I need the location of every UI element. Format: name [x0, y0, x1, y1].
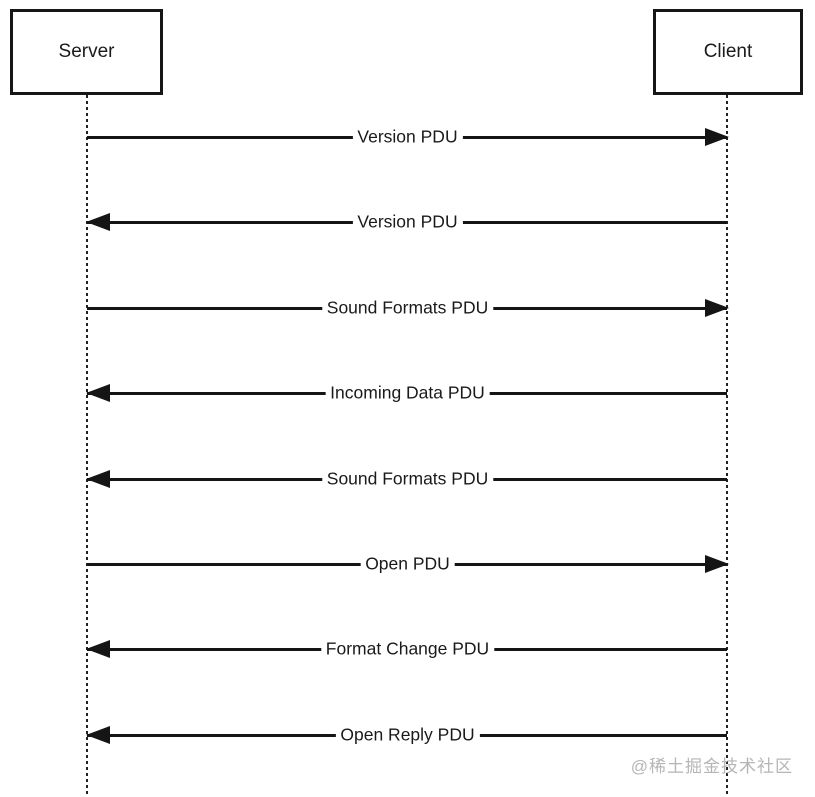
message-arrow: Open PDU	[87, 553, 729, 575]
arrowhead-right-icon	[705, 555, 729, 573]
arrowhead-left-icon	[86, 640, 110, 658]
message-arrow: Open Reply PDU	[86, 724, 728, 746]
message-arrow: Sound Formats PDU	[87, 297, 729, 319]
message-label: Sound Formats PDU	[321, 297, 494, 319]
message-arrow: Version PDU	[86, 211, 728, 233]
message-arrow: Incoming Data PDU	[86, 382, 728, 404]
message-label: Version PDU	[352, 211, 463, 233]
message-label: Incoming Data PDU	[325, 382, 490, 404]
arrowhead-right-icon	[705, 128, 729, 146]
actor-box-client: Client	[653, 9, 803, 95]
arrowhead-left-icon	[86, 726, 110, 744]
message-label: Open Reply PDU	[335, 724, 480, 746]
arrowhead-left-icon	[86, 213, 110, 231]
message-label: Sound Formats PDU	[321, 468, 494, 490]
arrowhead-right-icon	[705, 299, 729, 317]
message-label: Format Change PDU	[320, 638, 495, 660]
arrowhead-left-icon	[86, 470, 110, 488]
message-arrow: Sound Formats PDU	[86, 468, 728, 490]
watermark: @稀土掘金技术社区	[630, 757, 793, 776]
actor-box-server: Server	[10, 9, 163, 95]
message-label: Open PDU	[360, 553, 455, 575]
lifeline-client	[726, 95, 728, 797]
message-arrow: Version PDU	[87, 126, 729, 148]
lifeline-server	[86, 95, 88, 797]
message-arrow: Format Change PDU	[86, 638, 728, 660]
actor-label-server: Server	[58, 41, 115, 62]
actor-label-client: Client	[703, 41, 753, 62]
message-label: Version PDU	[352, 126, 463, 148]
arrowhead-left-icon	[86, 384, 110, 402]
